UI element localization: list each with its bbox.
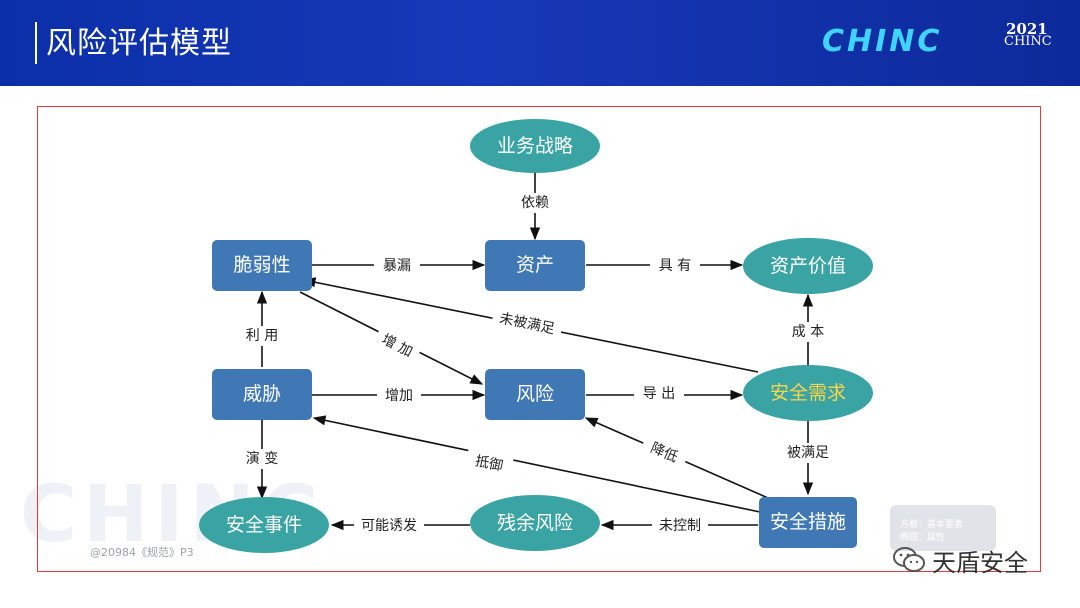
wechat-icon (892, 546, 926, 574)
node-anquanshijian (199, 497, 329, 553)
node-label-anquanshijian: 安全事件 (226, 514, 302, 536)
source-note: @20984《规范》P3 (90, 546, 194, 559)
legend-box: 方框：基本要素 椭圆：属性 (890, 505, 996, 551)
node-label-zichanjiazhi: 资产价值 (770, 255, 846, 277)
edge-cuoshi-weixie (312, 415, 761, 513)
chinc-small-logo: CHINC (1004, 34, 1052, 49)
node-label-fengxian: 风险 (516, 383, 554, 405)
node-weixie (212, 369, 312, 420)
node-fengxian (485, 369, 585, 420)
rect-nodes: 脆弱性 资产 威胁 风险 安全措施 (212, 240, 857, 548)
node-label-yewu: 业务战略 (497, 135, 573, 157)
edge-label-zengjia2: 增加 (385, 388, 413, 404)
node-yewu (470, 119, 600, 173)
node-label-canyufengxian: 残余风险 (497, 512, 573, 534)
edge-label-weikongzhi: 未控制 (659, 518, 701, 534)
node-anquanxuqiu (743, 365, 873, 421)
diagram-frame (37, 106, 1041, 572)
edge-labels: 依赖 暴漏 具 有 未被满足 利 用 增 加 增加 导 出 成 本 演 变 抵御… (238, 193, 834, 536)
edge-label-chengben: 成 本 (792, 324, 824, 340)
edge-label-kenengyoufa: 可能诱发 (361, 518, 417, 534)
edge-label-beimanzu: 被满足 (787, 445, 829, 461)
node-zichan (485, 240, 585, 291)
wechat-account-name: 天盾安全 (932, 548, 1028, 577)
node-cuiruoxing (212, 240, 312, 291)
edge-label-yanbian: 演 变 (246, 451, 278, 467)
legend-ellipse-row: 椭圆：属性 (900, 533, 946, 543)
chinc-logo: CHINC (822, 24, 943, 59)
edge-label-baolou: 暴漏 (383, 258, 411, 274)
title-accent-bar (35, 22, 37, 64)
slide-header: 风险评估模型 CHINC 2021 CHINC (0, 0, 1080, 86)
ellipse-nodes: 业务战略 资产价值 安全需求 安全事件 残余风险 (199, 119, 873, 553)
node-zichanjiazhi (743, 238, 873, 294)
node-label-anquanxuqiu: 安全需求 (770, 382, 846, 404)
edge-label-diyu: 抵御 (474, 453, 505, 474)
node-canyufengxian (470, 495, 600, 551)
edge-label-yilai: 依赖 (521, 195, 549, 211)
slide-title: 风险评估模型 (46, 26, 232, 61)
conference-year: 2021 (1006, 20, 1048, 38)
node-label-weixie: 威胁 (243, 383, 281, 405)
node-label-anquancuoshi: 安全措施 (770, 511, 846, 533)
legend-rect-row: 方框：基本要素 (900, 520, 964, 530)
node-label-zichan: 资产 (516, 254, 554, 276)
edges (256, 173, 814, 531)
node-anquancuoshi (759, 497, 857, 548)
edge-label-liyong: 利 用 (246, 328, 278, 344)
wechat-account: 天盾安全 (892, 540, 1028, 580)
edge-label-daochu: 导 出 (643, 386, 675, 402)
node-label-cuiruoxing: 脆弱性 (233, 254, 290, 276)
edge-label-juyou: 具 有 (659, 258, 691, 274)
